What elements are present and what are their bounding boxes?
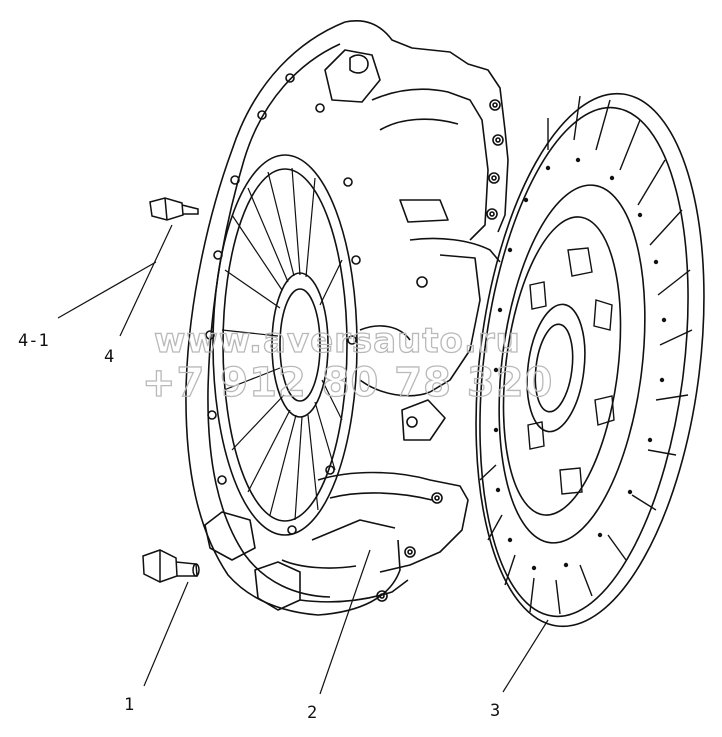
callout-1: 1 bbox=[124, 695, 134, 715]
callout-2: 2 bbox=[307, 703, 317, 723]
clutch-disc bbox=[475, 92, 705, 628]
watermark-website: www.aversauto.ru bbox=[154, 321, 521, 361]
watermark-phone: +7 912 80 78 320 bbox=[142, 360, 553, 406]
leader-lines bbox=[57, 224, 549, 695]
pressure-plate-assembly bbox=[185, 20, 509, 616]
callout-4-1: 4-1 bbox=[18, 331, 49, 351]
bolt-1 bbox=[142, 549, 200, 583]
callout-3: 3 bbox=[490, 701, 500, 721]
callout-4: 4 bbox=[104, 347, 114, 367]
bolt-4 bbox=[149, 197, 199, 221]
